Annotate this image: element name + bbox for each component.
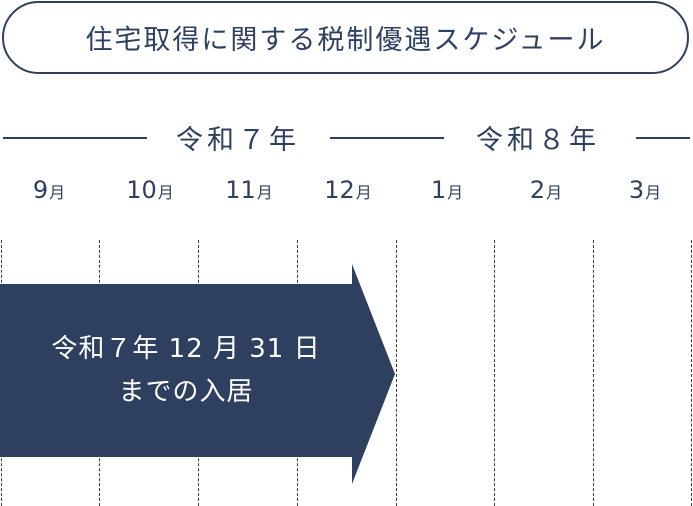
month-label: 12月 — [324, 176, 372, 204]
year-label-r8: 令和８年 — [476, 125, 600, 156]
month-label: 10月 — [126, 176, 174, 204]
month-divider — [396, 240, 397, 506]
year-label-r7: 令和７年 — [176, 125, 300, 156]
period-arrow-label: 令和７年 12 月 31 日 までの入居 — [0, 328, 372, 414]
period-arrow — [0, 264, 395, 484]
period-arrow-shape — [0, 264, 395, 484]
schedule-title: 住宅取得に関する税制優遇スケジュール — [2, 1, 689, 74]
period-condition: までの入居 — [118, 377, 254, 407]
month-divider — [593, 240, 594, 506]
month-divider — [691, 240, 692, 506]
month-label: 9月 — [32, 176, 66, 204]
year-rule — [3, 137, 147, 139]
month-label: 2月 — [529, 176, 563, 204]
year-rule — [330, 137, 444, 139]
month-label: 3月 — [628, 176, 662, 204]
month-label: 11月 — [225, 176, 273, 204]
period-date: 令和７年 12 月 31 日 — [51, 334, 321, 364]
year-rule — [636, 137, 690, 139]
month-label: 1月 — [430, 176, 464, 204]
month-divider — [494, 240, 495, 506]
